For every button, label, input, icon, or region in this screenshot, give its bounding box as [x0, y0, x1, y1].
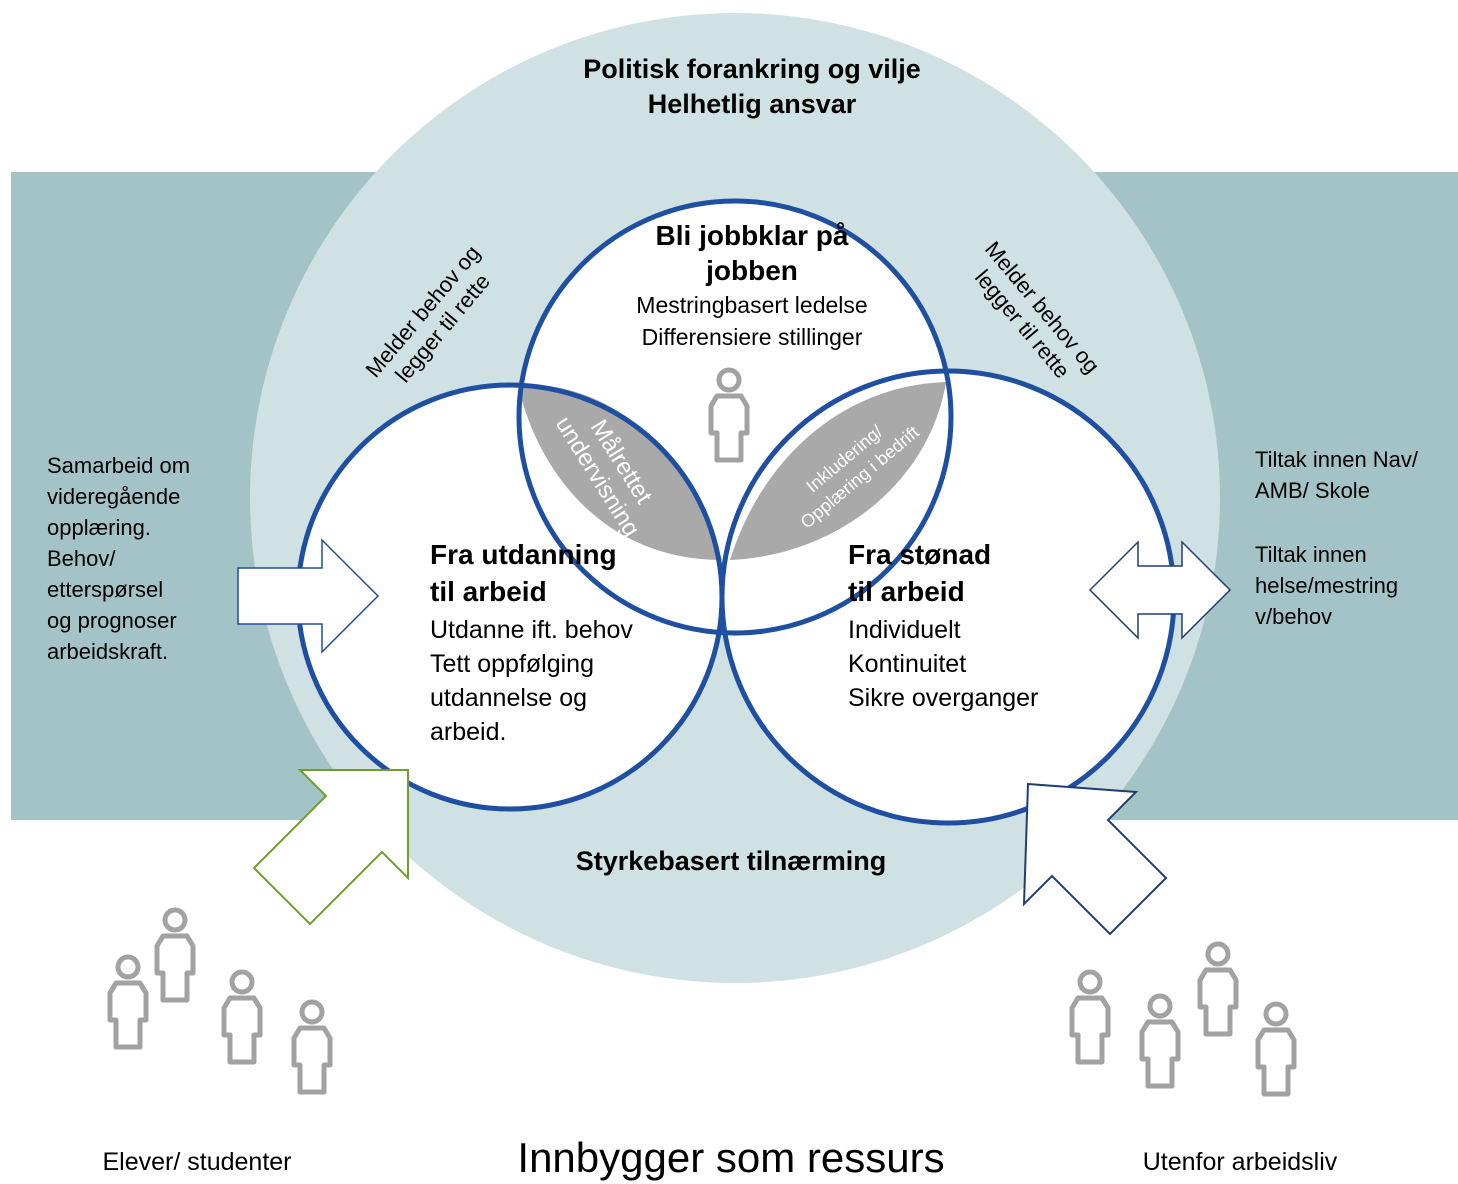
right-circle-line1: Individuelt	[848, 616, 961, 644]
top-circle-title2: jobben	[705, 255, 798, 286]
right-circle-line2: Kontinuitet	[848, 650, 966, 678]
outer-bottom-label: Styrkebasert tilnærming	[576, 846, 887, 876]
person-icon	[1258, 1004, 1294, 1094]
person-icon	[224, 972, 260, 1062]
right-panel-line: Tiltak innen	[1255, 542, 1367, 567]
left-panel-line: Behov/	[47, 546, 116, 571]
blue-arrow-icon	[1022, 782, 1168, 936]
right-panel-line: Tiltak innen Nav/	[1255, 447, 1419, 472]
right-panel-line: AMB/ Skole	[1255, 478, 1370, 503]
overlap-right-lens	[730, 382, 946, 560]
top-circle-line2: Differensiere stillinger	[642, 324, 863, 350]
footer-left-label: Elever/ studenter	[103, 1148, 292, 1176]
person-icon	[1072, 972, 1108, 1062]
top-circle-title1: Bli jobbklar på	[656, 220, 849, 251]
right-panel-line: v/behov	[1255, 604, 1332, 629]
person-icon	[294, 1002, 330, 1092]
left-panel-text: Samarbeid om videregående opplæring. Beh…	[47, 453, 190, 664]
right-panel-line: helse/mestring	[1255, 573, 1398, 598]
outer-title-line2: Helhetlig ansvar	[648, 89, 857, 119]
footer-right-label: Utenfor arbeidsliv	[1143, 1148, 1338, 1176]
left-panel-line: etterspørsel	[47, 577, 163, 602]
left-circle-title2: til arbeid	[430, 576, 547, 607]
right-panel-text: Tiltak innen Nav/ AMB/ Skole Tiltak inne…	[1255, 447, 1419, 629]
left-panel-line: og prognoser	[47, 608, 177, 633]
arrow-right-icon	[237, 538, 380, 654]
green-arrow-icon	[252, 769, 409, 926]
right-circle-title1: Fra stønad	[848, 539, 991, 570]
person-icon	[157, 910, 193, 1000]
left-circle-line2: Tett oppfølging	[430, 650, 594, 678]
overlap-left-lens	[518, 384, 722, 560]
left-panel-line: Samarbeid om	[47, 453, 190, 478]
footer-center-title: Innbygger som ressurs	[517, 1134, 944, 1181]
double-arrow-icon	[1088, 540, 1232, 640]
right-circle-title2: til arbeid	[848, 576, 965, 607]
person-icon	[1200, 944, 1236, 1034]
left-circle-line4: arbeid.	[430, 718, 506, 746]
left-circle-title1: Fra utdanning	[430, 539, 617, 570]
right-circle-line3: Sikre overganger	[848, 684, 1038, 712]
left-circle-line1: Utdanne ift. behov	[430, 616, 633, 644]
left-panel-line: arbeidskraft.	[47, 639, 168, 664]
left-panel-line: videregående	[47, 484, 180, 509]
person-icon	[1142, 996, 1178, 1086]
left-panel-line: opplæring.	[47, 515, 151, 540]
outer-title-line1: Politisk forankring og vilje	[583, 54, 921, 84]
top-circle-line1: Mestringbasert ledelse	[636, 292, 867, 318]
person-icon	[110, 957, 146, 1047]
left-circle-line3: utdannelse og	[430, 684, 587, 712]
